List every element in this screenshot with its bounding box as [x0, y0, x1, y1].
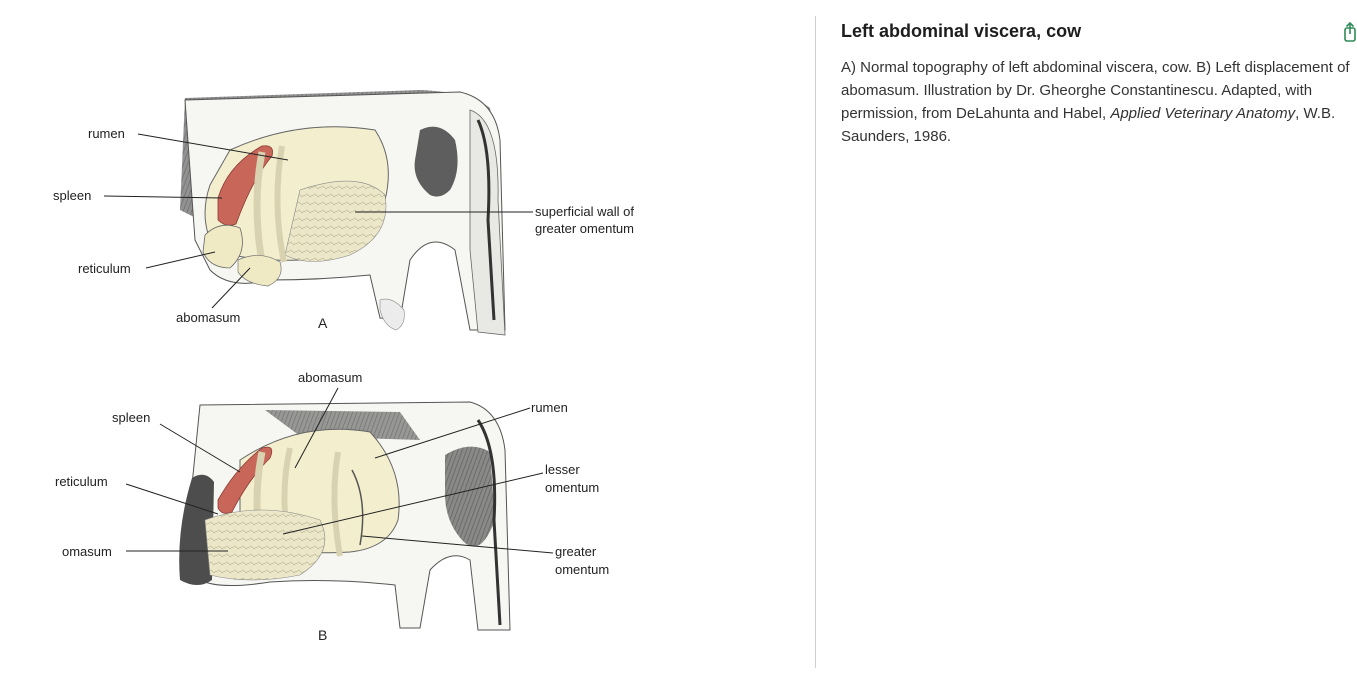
- caption-text-main: A) Normal topography of left abdominal v…: [841, 59, 1350, 122]
- panel-a-labels: rumen spleen reticulum abomasum superfic…: [53, 126, 634, 331]
- label-b-abomasum: abomasum: [298, 370, 362, 385]
- label-a-abomasum: abomasum: [176, 310, 240, 325]
- label-a-superficial-wall-2: greater omentum: [535, 221, 634, 236]
- label-b-greater-1: greater: [555, 544, 597, 559]
- label-a-superficial-wall-1: superficial wall of: [535, 204, 634, 219]
- caption-panel: Left abdominal viscera, cow A) Normal to…: [841, 18, 1351, 148]
- share-icon[interactable]: [1343, 20, 1357, 48]
- panel-b-letter: B: [318, 627, 327, 643]
- caption-reference-title: Applied Veterinary Anatomy: [1110, 105, 1296, 122]
- panel-b-drawing: [179, 401, 511, 631]
- panel-b-labels: abomasum rumen spleen reticulum omasum l…: [55, 370, 609, 643]
- caption-text: A) Normal topography of left abdominal v…: [841, 56, 1351, 148]
- label-b-omasum: omasum: [62, 544, 112, 559]
- label-b-greater-2: omentum: [555, 562, 609, 577]
- label-b-reticulum: reticulum: [55, 474, 108, 489]
- panel-a-letter: A: [318, 315, 328, 331]
- anatomy-illustration: rumen spleen reticulum abomasum superfic…: [53, 90, 634, 643]
- label-b-rumen: rumen: [531, 400, 568, 415]
- label-a-spleen: spleen: [53, 188, 91, 203]
- label-a-rumen: rumen: [88, 126, 125, 141]
- caption-text-end: , W.B. Saunders, 1986.: [841, 105, 1336, 145]
- figure-image: rumen spleen reticulum abomasum superfic…: [53, 90, 634, 643]
- label-b-spleen: spleen: [112, 410, 150, 425]
- share-icon-glyph: [1344, 21, 1356, 42]
- label-b-lesser-2: omentum: [545, 480, 599, 495]
- label-a-reticulum: reticulum: [78, 261, 131, 276]
- panel-a-drawing: [180, 90, 506, 336]
- label-b-lesser-1: lesser: [545, 462, 580, 477]
- pane-divider: [815, 16, 816, 668]
- caption-title: Left abdominal viscera, cow: [841, 21, 1082, 41]
